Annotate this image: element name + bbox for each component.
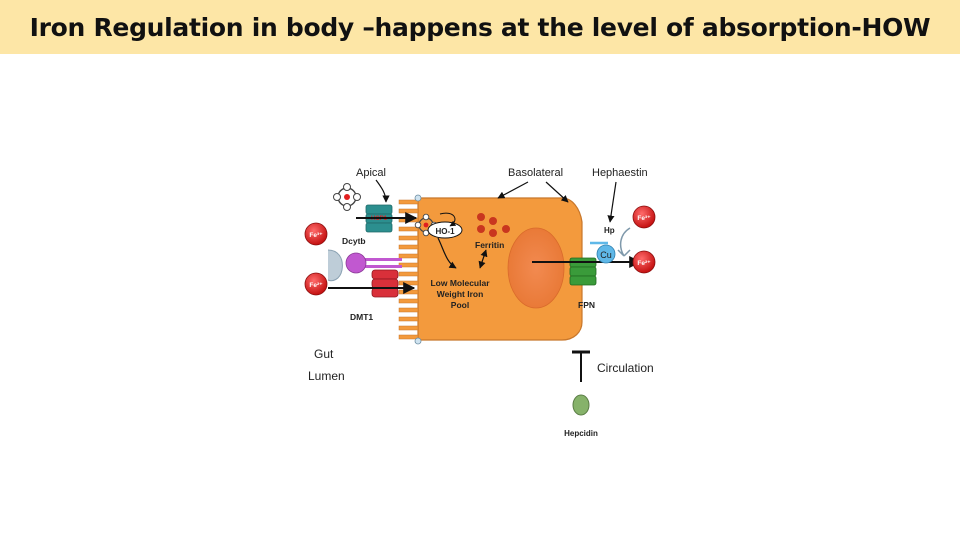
iron-absorption-diagram: Ferritin HCP1 HO-1 [300, 150, 685, 445]
circulation-label: Circulation [597, 361, 654, 375]
lumen-label: Lumen [308, 369, 345, 383]
pool-label-line2: Weight Iron [437, 289, 484, 299]
ho1-to-pool-arrow [437, 237, 457, 269]
hephaestin-arrow [607, 181, 617, 223]
slide-title: Iron Regulation in body –happens at the … [29, 12, 931, 42]
ferrous-iron-lumen: Fe²⁺ [304, 272, 328, 296]
nucleus [507, 227, 565, 309]
ferric-iron-lumen: Fe³⁺ [304, 222, 328, 246]
heme-molecule-lumen [333, 183, 361, 211]
basolateral-arrow-right [545, 181, 569, 203]
brush-border [398, 199, 419, 340]
oxidation-arrow [617, 227, 631, 257]
tight-junction-top [414, 194, 422, 202]
cu-label: Cu [600, 250, 612, 260]
basolateral-label: Basolateral [508, 167, 563, 179]
pool-label-line3: Pool [451, 300, 469, 310]
ho1-enzyme: HO-1 [427, 212, 463, 239]
hepcidin-label: Hepcidin [564, 429, 598, 438]
dmt1-label: DMT1 [350, 312, 373, 322]
ferric-iron-circulation: Fe³⁺ [632, 205, 656, 229]
dmt1-transporter [371, 269, 399, 298]
reduction-arrow [327, 249, 343, 282]
ferritin-cluster [477, 213, 510, 237]
ferrous-iron-circ-label: Fe²⁺ [637, 260, 651, 267]
pool-label-line1: Low Molecular [430, 278, 490, 288]
basolateral-arrow-left [497, 181, 529, 199]
hephaestin-label: Hephaestin [592, 167, 648, 179]
hp-label: Hp [604, 226, 615, 235]
ferric-iron-label: Fe³⁺ [309, 232, 323, 239]
ferritin-pool-arrow [478, 249, 488, 269]
ho1-label: HO-1 [435, 227, 455, 236]
dcytb-enzyme [345, 252, 402, 274]
title-bar: Iron Regulation in body –happens at the … [0, 0, 960, 54]
dcytb-label: Dcytb [342, 236, 366, 246]
tight-junction-bottom [414, 337, 422, 345]
apical-arrow [375, 179, 390, 203]
hephaestin: Cu [590, 241, 616, 264]
apical-label: Apical [356, 167, 386, 179]
fpn-label: FPN [578, 300, 595, 310]
ferrous-iron-label: Fe²⁺ [309, 282, 323, 289]
ferritin-label: Ferritin [475, 240, 504, 250]
ferric-iron-circ-label: Fe³⁺ [637, 215, 651, 222]
gut-label: Gut [314, 347, 334, 361]
ferrous-iron-circulation: Fe²⁺ [632, 250, 656, 274]
hepcidin-molecule [572, 394, 590, 416]
